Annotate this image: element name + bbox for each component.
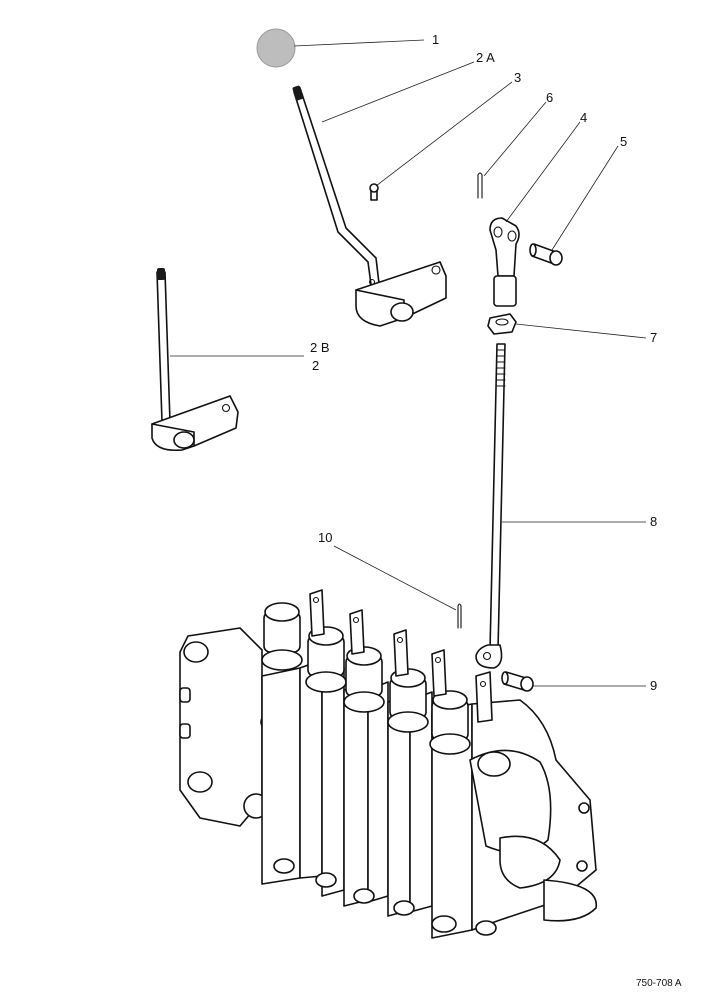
part-pin-9 [501, 671, 534, 692]
part-pin-3 [369, 183, 379, 201]
callout-4: 4 [580, 110, 587, 125]
bottom-ports [273, 858, 497, 936]
control-valve-assembly [179, 589, 597, 939]
callout-6: 6 [546, 90, 553, 105]
callout-1: 1 [432, 32, 439, 47]
spool-caps [261, 602, 471, 755]
spool-tangs [309, 589, 493, 723]
callout-9: 9 [650, 678, 657, 693]
part-clevis-pin-5 [529, 243, 563, 266]
callout-5: 5 [620, 134, 627, 149]
callout-2a: 2 A [476, 50, 495, 65]
part-nut-7 [487, 313, 517, 335]
part-lever-2a [292, 85, 447, 327]
callout-8: 8 [650, 514, 657, 529]
part-cotter-pin-6 [477, 172, 483, 199]
callout-2: 2 [312, 358, 319, 373]
part-clevis-4 [489, 217, 520, 307]
leader-lines [170, 39, 647, 687]
drawing-code: 750-708 A [636, 978, 682, 989]
part-lever-2b [151, 268, 239, 452]
part-cotter-pin-10 [457, 603, 462, 629]
callout-10: 10 [318, 530, 332, 545]
part-rod-8 [475, 343, 506, 669]
callout-3: 3 [514, 70, 521, 85]
callout-labels: 1 2 A 3 6 4 5 7 2 B 2 8 10 9 [310, 32, 657, 693]
part-knob [256, 28, 296, 68]
callout-7: 7 [650, 330, 657, 345]
callout-2b: 2 B [310, 340, 330, 355]
